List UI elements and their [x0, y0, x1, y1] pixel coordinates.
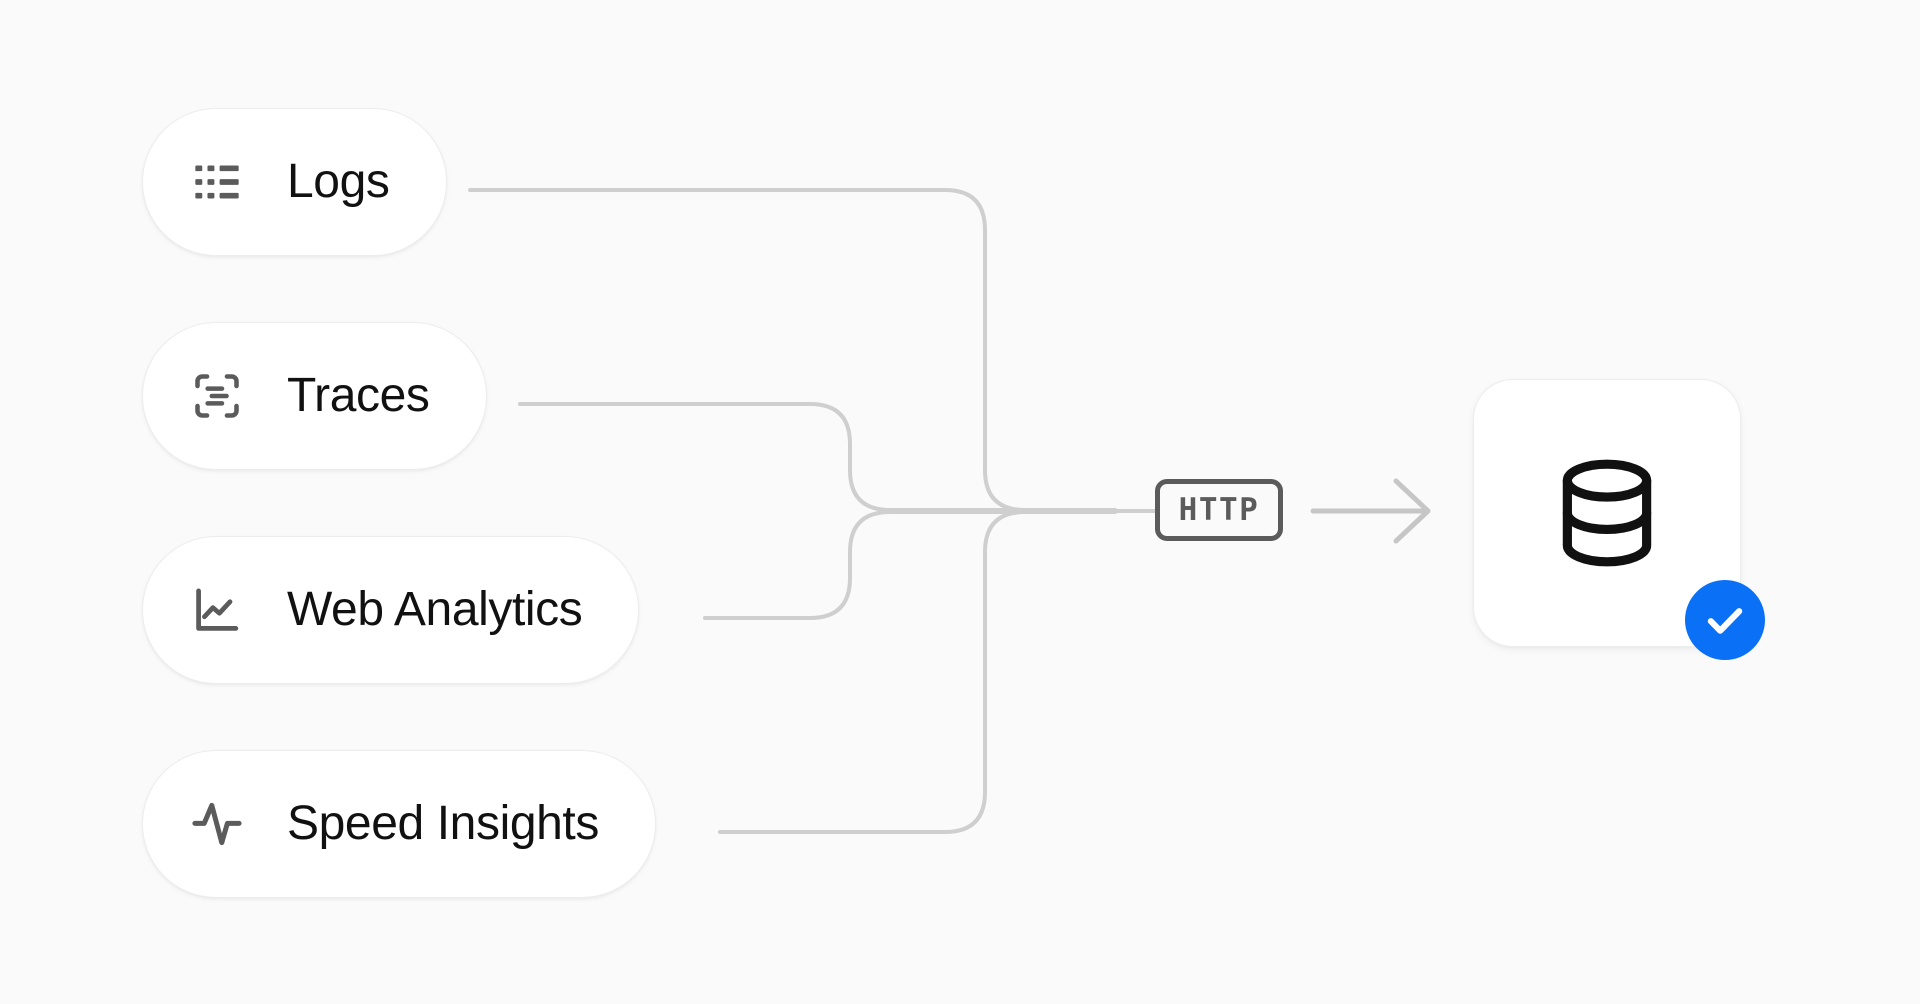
wire-speed-insights — [718, 510, 1117, 834]
wire-web-analytics — [703, 510, 1117, 620]
check-icon — [1707, 608, 1743, 634]
source-label-logs: Logs — [287, 155, 390, 208]
activity-pulse-icon — [192, 802, 242, 846]
status-badge-connected — [1685, 580, 1765, 660]
http-protocol-badge: HTTP — [1155, 479, 1283, 541]
scan-text-icon — [195, 374, 239, 418]
source-label-web-analytics: Web Analytics — [287, 583, 583, 636]
arrow-right-icon — [1310, 478, 1431, 544]
source-pill-web-analytics[interactable]: Web Analytics — [142, 536, 640, 684]
source-pill-traces[interactable]: Traces — [142, 322, 487, 470]
database-icon — [1562, 459, 1652, 567]
http-protocol-label: HTTP — [1178, 491, 1260, 528]
source-pill-logs[interactable]: Logs — [142, 108, 447, 256]
logs-list-icon — [195, 165, 239, 199]
source-label-speed-insights: Speed Insights — [287, 797, 599, 850]
source-pill-speed-insights[interactable]: Speed Insights — [142, 750, 656, 898]
wire-logs — [468, 188, 1117, 512]
wire-traces — [518, 402, 1117, 512]
line-chart-icon — [196, 588, 239, 631]
source-label-traces: Traces — [287, 369, 430, 422]
